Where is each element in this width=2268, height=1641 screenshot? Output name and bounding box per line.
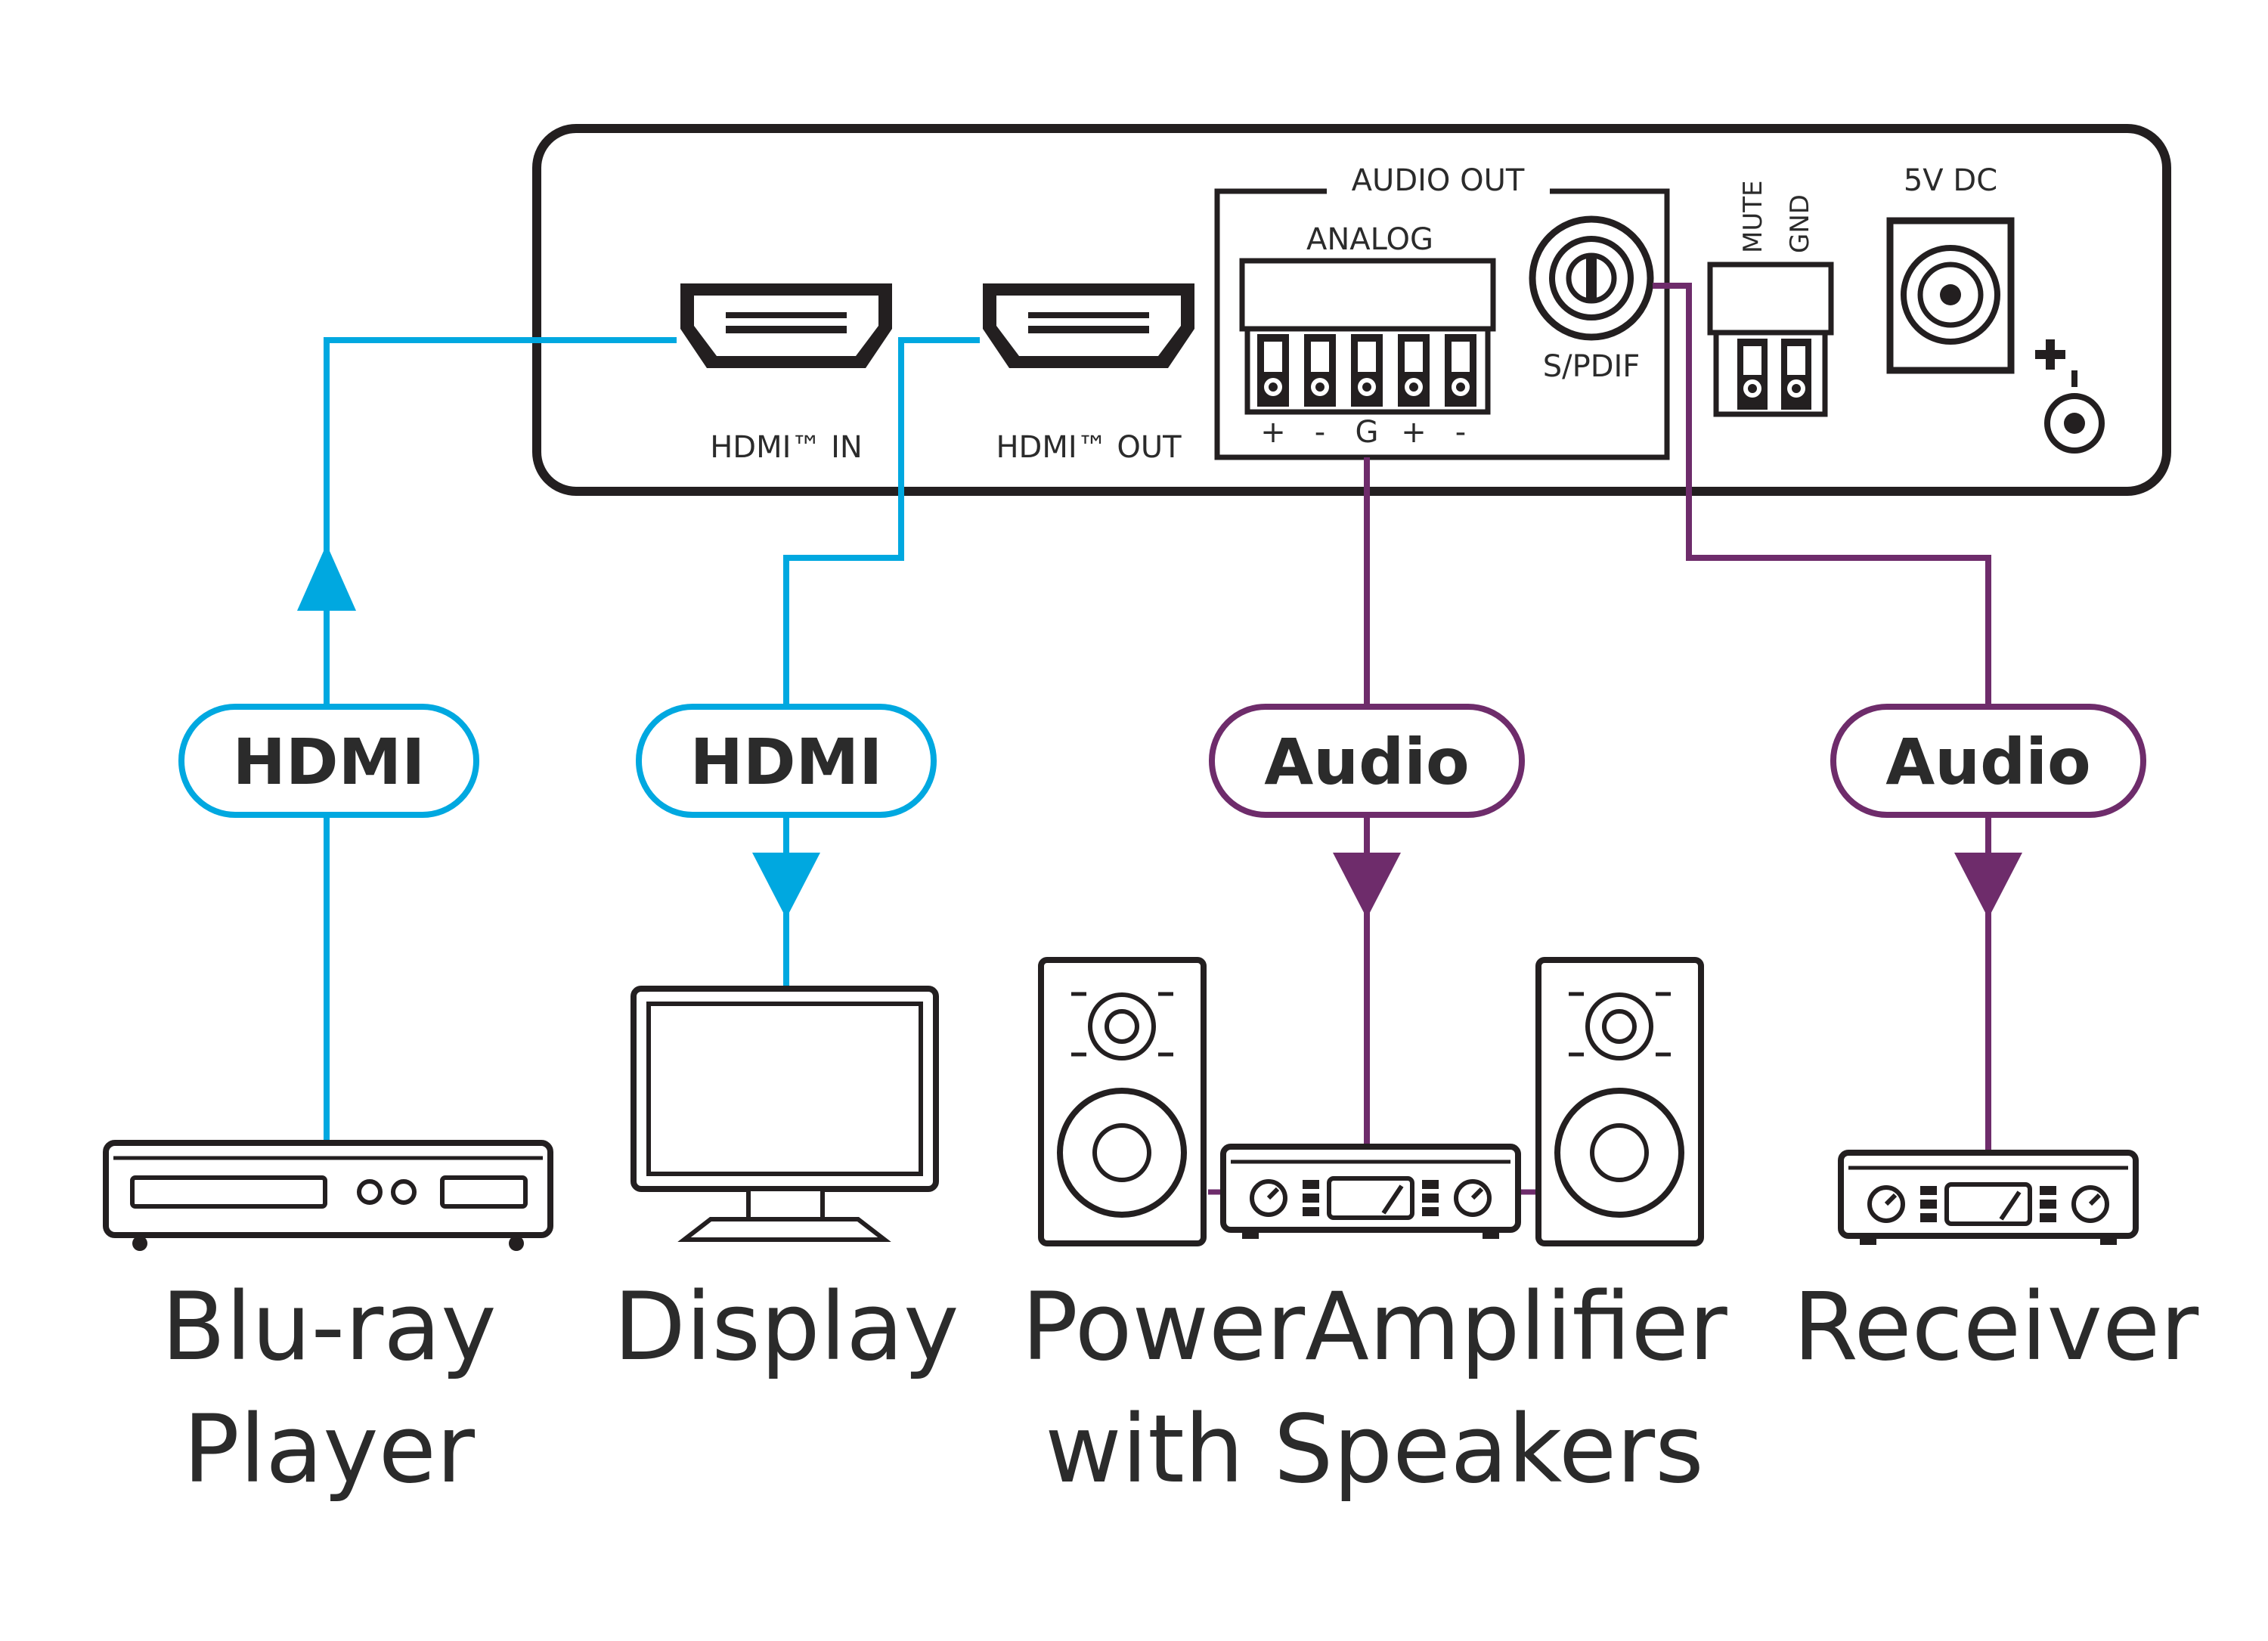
display-label: Display	[613, 1273, 959, 1382]
terminal-2[interactable]	[1304, 334, 1336, 407]
audio-out-group: AUDIO OUT ANALOG	[1214, 163, 1670, 460]
amplifier-label-line1: PowerAmplifier	[1021, 1273, 1727, 1382]
audio-out-label: AUDIO OUT	[1352, 163, 1525, 198]
bluray-player-icon	[103, 1140, 553, 1251]
hdmi-input-cable	[324, 337, 677, 1143]
amplifier-label-line2: with Speakers	[1045, 1395, 1703, 1504]
hdmi-output-cable	[783, 337, 980, 990]
hdmi-input-pill: HDMI	[178, 704, 479, 818]
analog-terminal-block[interactable]	[1239, 258, 1496, 415]
terminal-5[interactable]	[1445, 334, 1476, 407]
terminal-label-plus-left: +	[1260, 415, 1286, 450]
amplifier-icon	[1223, 1147, 1518, 1239]
mute-label: MUTE	[1738, 181, 1768, 253]
spdif-audio-pill: Audio	[1830, 704, 2146, 818]
hdmi-out-label: HDMI™ OUT	[996, 430, 1182, 465]
hdmi-output-arrowhead	[752, 853, 820, 918]
terminal-1[interactable]	[1257, 334, 1289, 407]
hdmi-input-pill-label: HDMI	[233, 725, 426, 799]
monitor-icon	[631, 986, 939, 1242]
spdif-audio-pill-label: Audio	[1885, 725, 2090, 799]
spdif-audio-arrowhead	[1954, 853, 2022, 918]
dc-polarity-icon	[2035, 339, 2105, 454]
terminal-label-ground: G	[1356, 415, 1379, 450]
hdmi-in-port[interactable]	[680, 283, 892, 368]
speaker-left-icon	[1041, 960, 1204, 1243]
hdmi-input-arrowhead	[297, 544, 356, 611]
hdmi-output-pill: HDMI	[636, 704, 937, 818]
terminal-label-plus-right: +	[1401, 415, 1427, 450]
dc-power-label: 5V DC	[1904, 163, 1997, 198]
hdmi-out-port[interactable]	[983, 283, 1194, 368]
mute-gnd-terminal[interactable]	[1707, 262, 1834, 417]
gnd-label: GND	[1785, 194, 1815, 253]
spdif-label: S/PDIF	[1543, 349, 1641, 384]
dc-power-jack[interactable]	[1886, 217, 2015, 374]
terminal-label-minus-left: -	[1315, 415, 1325, 450]
speaker-right-icon	[1538, 960, 1701, 1243]
hdmi-output-pill-label: HDMI	[690, 725, 883, 799]
bluray-label-line1: Blu-ray	[161, 1273, 496, 1382]
analog-audio-pill-label: Audio	[1264, 725, 1469, 799]
terminal-3[interactable]	[1351, 334, 1383, 407]
analog-audio-pill: Audio	[1209, 704, 1525, 818]
terminal-label-minus-right: -	[1455, 415, 1466, 450]
terminal-4[interactable]	[1398, 334, 1430, 407]
spdif-jack[interactable]	[1529, 215, 1654, 341]
hdmi-in-label: HDMI™ IN	[710, 430, 863, 465]
analog-label: ANALOG	[1306, 222, 1433, 257]
receiver-label: Receiver	[1793, 1273, 2198, 1382]
bluray-label-line2: Player	[183, 1395, 475, 1504]
converter-back-panel: HDMI™ IN HDMI™ OUT AUDIO OUT ANALOG	[532, 124, 2171, 496]
analog-audio-arrowhead	[1333, 853, 1401, 918]
receiver-icon	[1841, 1153, 2136, 1245]
